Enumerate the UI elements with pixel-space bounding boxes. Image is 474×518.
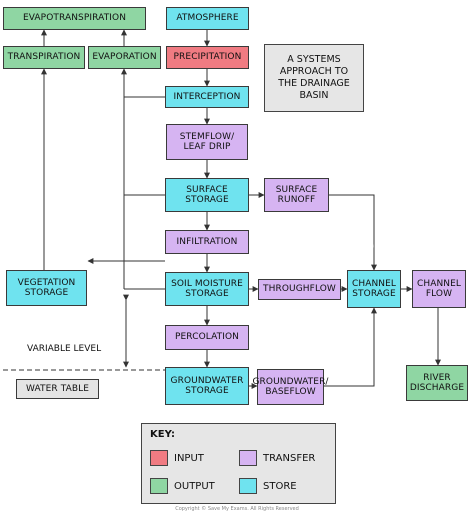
legend-label-output: OUTPUT bbox=[174, 481, 215, 492]
node-groundwater-storage: GROUNDWATER STORAGE bbox=[165, 367, 249, 405]
legend-swatch-transfer bbox=[239, 450, 257, 466]
legend: KEY: INPUT TRANSFER OUTPUT STORE bbox=[141, 423, 336, 504]
node-precipitation: PRECIPITATION bbox=[166, 46, 249, 69]
node-water-table: WATER TABLE bbox=[16, 379, 99, 399]
diagram-title: A SYSTEMS APPROACH TO THE DRAINAGE BASIN bbox=[264, 44, 364, 112]
node-evapotranspiration: EVAPOTRANSPIRATION bbox=[3, 7, 146, 30]
legend-label-store: STORE bbox=[263, 481, 297, 492]
variable-level-label: VARIABLE LEVEL bbox=[27, 344, 102, 354]
copyright-notice: Copyright © Save My Exams. All Rights Re… bbox=[175, 506, 299, 512]
legend-swatch-output bbox=[150, 478, 168, 494]
legend-title: KEY: bbox=[150, 429, 175, 440]
node-percolation: PERCOLATION bbox=[165, 325, 249, 350]
legend-swatch-input bbox=[150, 450, 168, 466]
legend-label-transfer: TRANSFER bbox=[263, 453, 316, 464]
node-river-discharge: RIVER DISCHARGE bbox=[406, 365, 468, 401]
node-throughflow: THROUGHFLOW bbox=[258, 279, 341, 300]
node-stemflow: STEMFLOW/ LEAF DRIP bbox=[166, 124, 248, 160]
node-vegetation-storage: VEGETATION STORAGE bbox=[6, 270, 87, 306]
node-atmosphere: ATMOSPHERE bbox=[166, 7, 249, 30]
legend-swatch-store bbox=[239, 478, 257, 494]
node-transpiration: TRANSPIRATION bbox=[3, 46, 85, 69]
node-interception: INTERCEPTION bbox=[165, 86, 249, 108]
node-surface-runoff: SURFACE RUNOFF bbox=[264, 178, 329, 212]
node-soil-moisture-storage: SOIL MOISTURE STORAGE bbox=[165, 272, 249, 306]
node-surface-storage: SURFACE STORAGE bbox=[165, 178, 249, 212]
node-channel-storage: CHANNEL STORAGE bbox=[347, 270, 401, 308]
legend-label-input: INPUT bbox=[174, 453, 204, 464]
node-channel-flow: CHANNEL FLOW bbox=[412, 270, 466, 308]
node-groundwater-baseflow: GROUNDWATER/ BASEFLOW bbox=[252, 369, 328, 405]
node-infiltration: INFILTRATION bbox=[165, 230, 249, 254]
node-evaporation: EVAPORATION bbox=[88, 46, 161, 69]
